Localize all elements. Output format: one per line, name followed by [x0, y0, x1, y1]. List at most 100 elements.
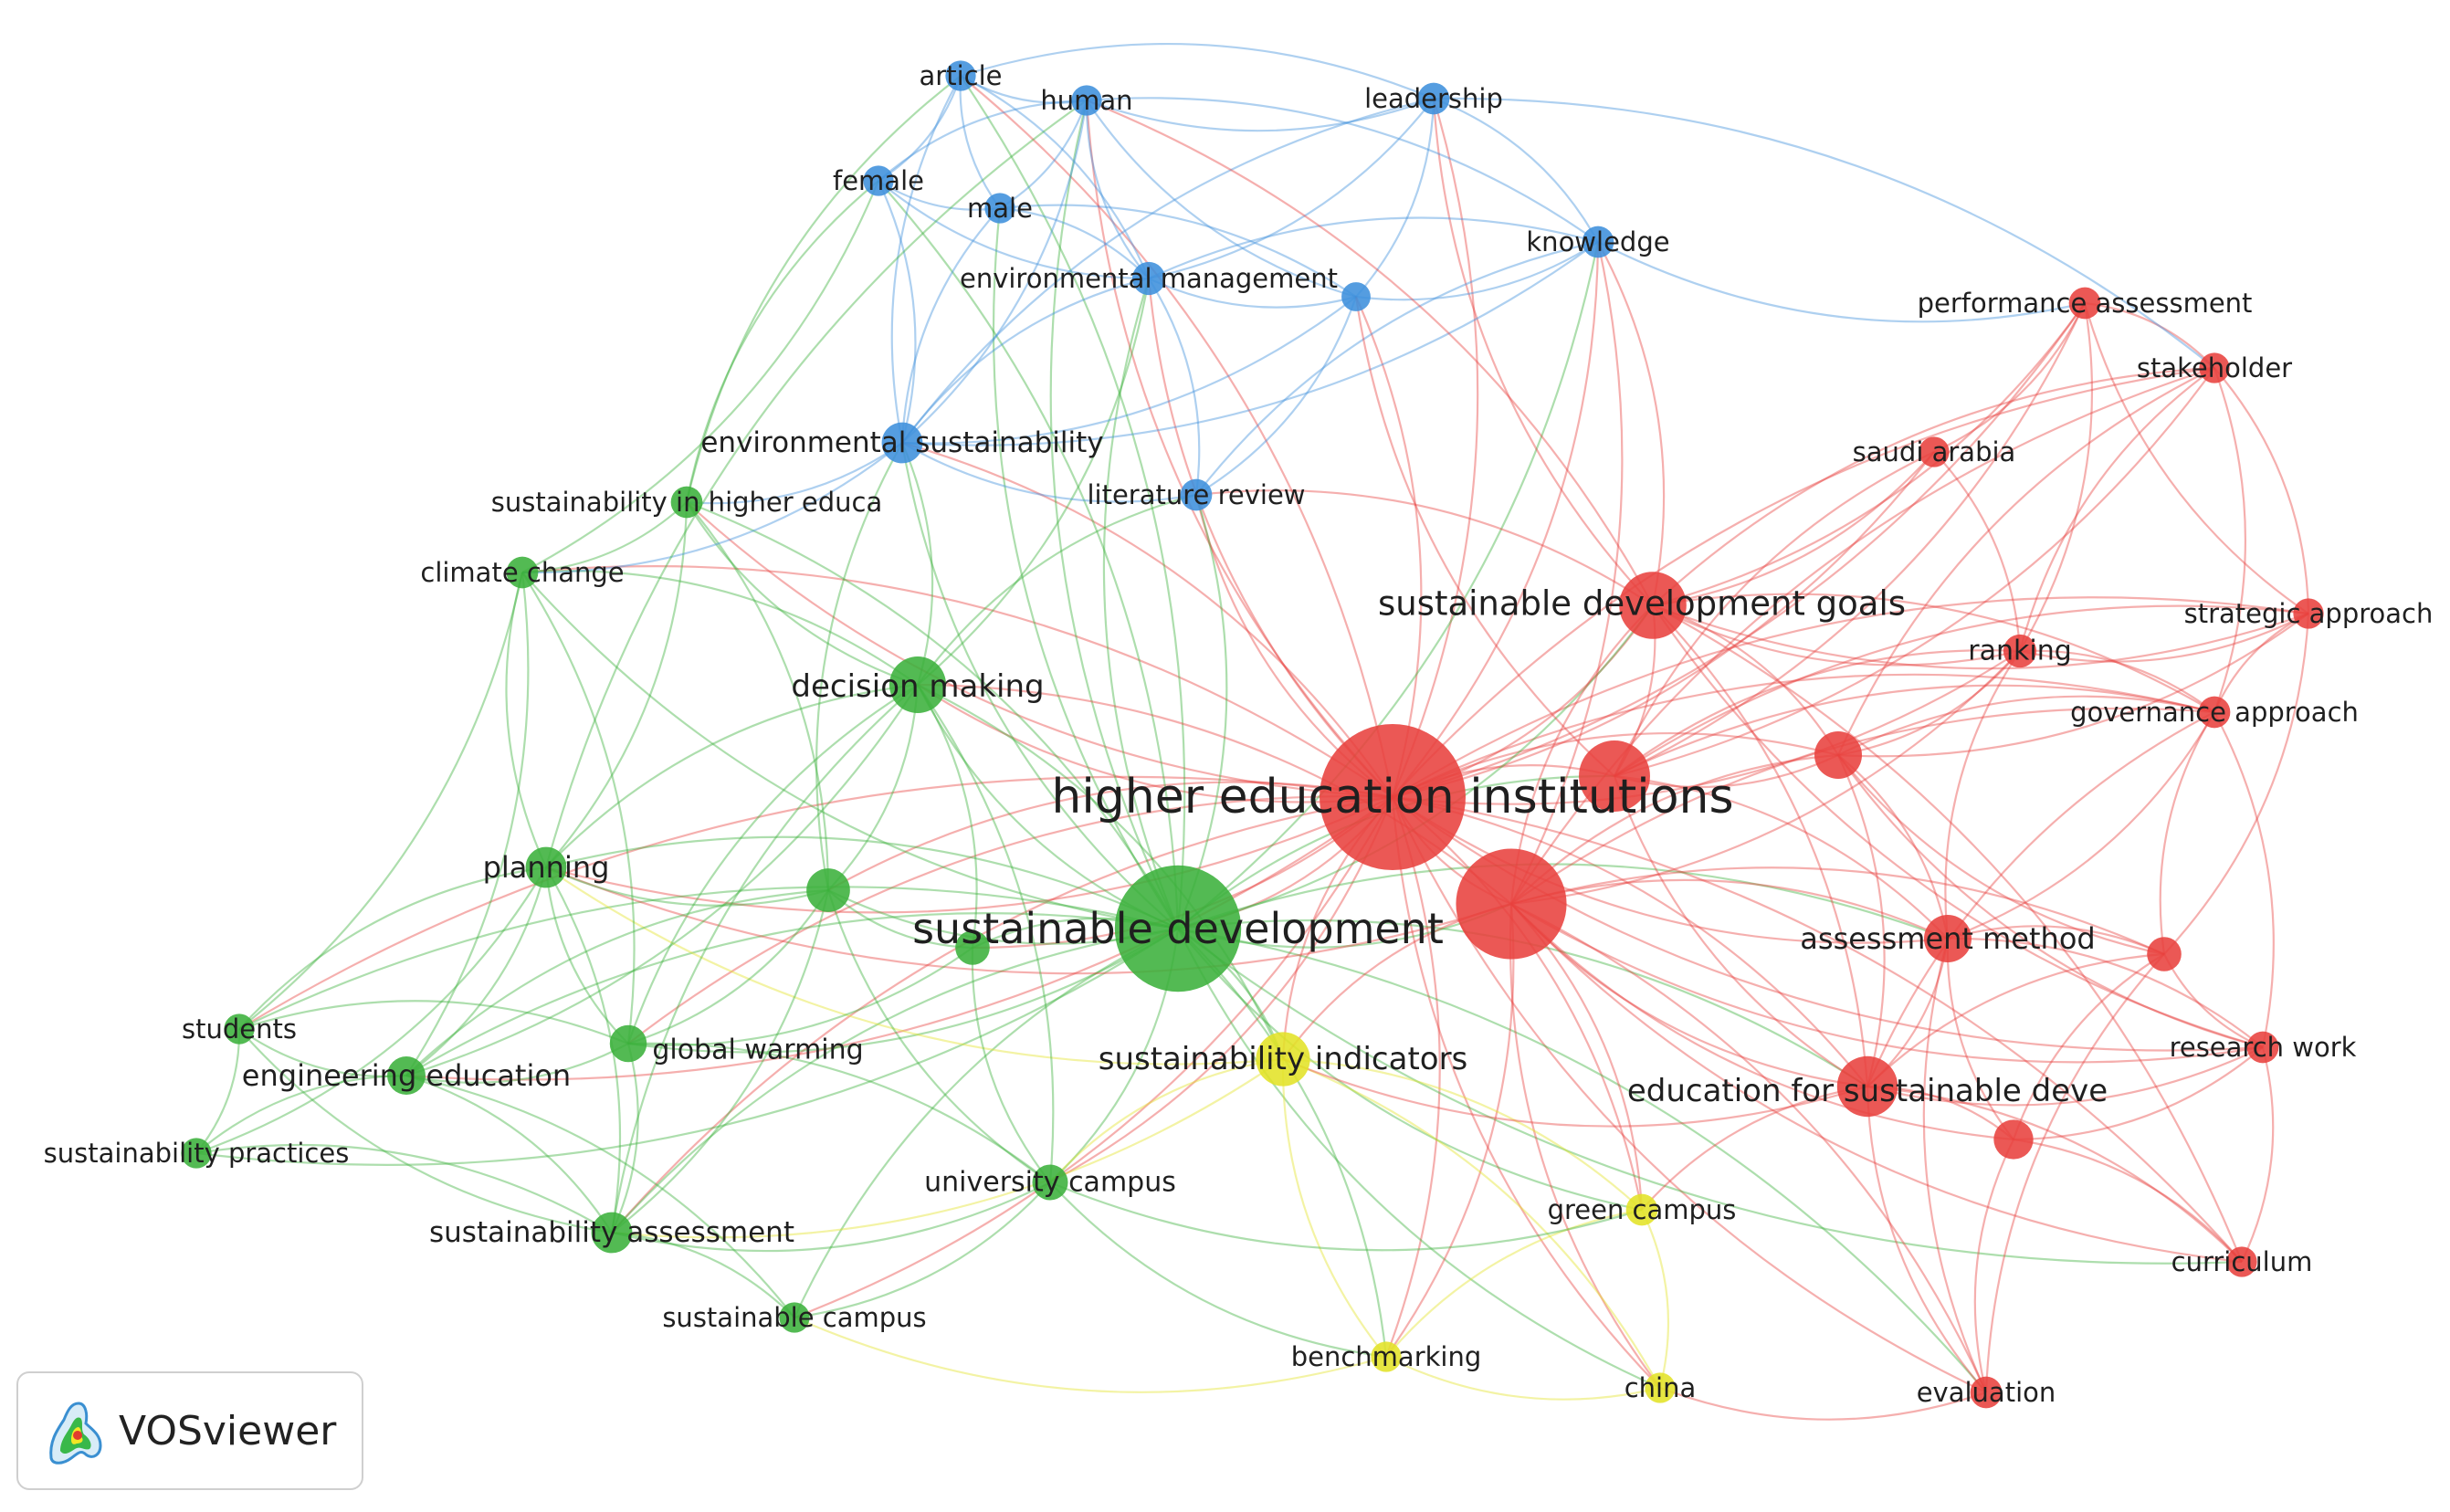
node-label-decision[interactable]: decision making	[791, 668, 1044, 705]
node-indicators[interactable]	[1256, 1032, 1310, 1087]
link-r_unlab2-knowledge	[1510, 241, 1624, 905]
node-label-strategic[interactable]: strategic approach	[2184, 598, 2434, 629]
node-label-knowledge[interactable]: knowledge	[1526, 226, 1669, 257]
node-label-governance[interactable]: governance approach	[2070, 697, 2359, 728]
node-label-sihe[interactable]: sustainability in higher educa	[491, 487, 883, 518]
node-governance[interactable]	[2198, 696, 2231, 729]
node-r_unlab4[interactable]	[1993, 1119, 2034, 1160]
link-climate-sihe	[521, 501, 688, 574]
node-label-female[interactable]: female	[833, 165, 924, 196]
link-sdg-perf_assess	[1652, 302, 2086, 607]
node-global_warming[interactable]	[609, 1024, 647, 1063]
link-governance-strategic	[2213, 613, 2309, 713]
node-female[interactable]	[863, 165, 894, 196]
node-label-sust_assess[interactable]: sustainability assessment	[429, 1216, 794, 1249]
node-label-hei[interactable]: higher education institutions	[1051, 770, 1733, 824]
node-label-ranking[interactable]: ranking	[1968, 635, 2072, 667]
node-label-benchmarking[interactable]: benchmarking	[1291, 1341, 1482, 1372]
node-stakeholder[interactable]	[2199, 352, 2230, 383]
node-china[interactable]	[1645, 1372, 1676, 1403]
node-label-lit_review[interactable]: literature review	[1087, 479, 1305, 510]
link-env_sust-male	[900, 207, 1001, 444]
node-env_mgmt[interactable]	[1131, 261, 1166, 296]
link-sd-lit_review	[1176, 494, 1228, 929]
node-knowledge[interactable]	[1582, 226, 1614, 258]
node-label-china[interactable]: china	[1625, 1372, 1697, 1403]
node-sd[interactable]	[1114, 865, 1242, 992]
node-label-env_sust[interactable]: environmental sustainability	[700, 426, 1103, 459]
node-g_unlab1[interactable]	[806, 868, 850, 912]
link-knowledge-leadership	[1433, 97, 1599, 243]
node-r_unlab3[interactable]	[1814, 731, 1862, 779]
node-label-research_work[interactable]: research work	[2170, 1032, 2357, 1063]
node-male[interactable]	[984, 193, 1015, 224]
node-label-green_campus[interactable]: green campus	[1548, 1194, 1737, 1225]
node-label-sust_practices[interactable]: sustainability practices	[44, 1138, 350, 1169]
node-human[interactable]	[1071, 85, 1102, 116]
link-hei-strategic	[1392, 596, 2309, 798]
node-ranking[interactable]	[2003, 634, 2037, 668]
node-sihe[interactable]	[670, 486, 703, 519]
node-b_unlab1[interactable]	[1341, 282, 1371, 311]
node-label-sd[interactable]: sustainable development	[912, 904, 1444, 953]
node-sust_practices[interactable]	[181, 1138, 212, 1169]
node-label-sdg[interactable]: sustainable development goals	[1378, 584, 1906, 624]
node-r_unlab1[interactable]	[1579, 740, 1650, 812]
node-planning[interactable]	[525, 846, 567, 888]
node-decision[interactable]	[889, 656, 947, 714]
node-r_unlab5[interactable]	[2147, 937, 2182, 971]
node-label-leadership[interactable]: leadership	[1364, 83, 1503, 114]
node-lit_review[interactable]	[1180, 478, 1213, 511]
node-strategic[interactable]	[2293, 598, 2324, 629]
node-label-students[interactable]: students	[182, 1013, 297, 1045]
node-leadership[interactable]	[1417, 82, 1450, 115]
link-sd-env_mgmt	[1102, 278, 1180, 929]
node-g_unlab2[interactable]	[955, 930, 990, 965]
node-benchmarking[interactable]	[1371, 1341, 1402, 1372]
node-env_sust[interactable]	[881, 422, 923, 464]
link-decision-env_mgmt	[917, 278, 1151, 686]
link-sd-assessment_method	[1177, 863, 1949, 940]
node-label-saudi[interactable]: saudi arabia	[1853, 436, 2016, 467]
node-univ_campus[interactable]	[1032, 1164, 1068, 1201]
node-label-planning[interactable]: planning	[483, 850, 610, 885]
node-label-stakeholder[interactable]: stakeholder	[2137, 352, 2292, 383]
node-assessment_method[interactable]	[1924, 915, 1972, 962]
node-label-male[interactable]: male	[967, 193, 1033, 224]
node-label-assessment_method[interactable]: assessment method	[1800, 921, 2095, 956]
node-label-indicators[interactable]: sustainability indicators	[1099, 1041, 1468, 1077]
node-curriculum[interactable]	[2226, 1246, 2257, 1277]
node-label-esd[interactable]: education for sustainable deve	[1627, 1073, 2108, 1109]
node-sust_assess[interactable]	[591, 1212, 633, 1254]
node-label-sust_campus[interactable]: sustainable campus	[662, 1302, 926, 1333]
node-label-article[interactable]: article	[920, 60, 1003, 91]
node-sust_campus[interactable]	[779, 1302, 810, 1333]
node-climate[interactable]	[506, 556, 539, 589]
node-sdg[interactable]	[1619, 572, 1687, 639]
node-research_work[interactable]	[2246, 1031, 2279, 1064]
link-r_unlab3-strategic	[1837, 613, 2309, 758]
node-label-engineering[interactable]: engineering education	[242, 1058, 571, 1093]
node-engineering[interactable]	[387, 1056, 426, 1095]
node-r_unlab2[interactable]	[1456, 848, 1567, 960]
node-label-perf_assess[interactable]: performance assessment	[1918, 288, 2253, 319]
node-students[interactable]	[224, 1013, 255, 1045]
node-article[interactable]	[945, 60, 976, 91]
link-hei-env_sust	[901, 441, 1393, 798]
link-china-evaluation	[1659, 1386, 1987, 1421]
node-label-human[interactable]: human	[1040, 85, 1132, 116]
link-indicators-sust_assess	[611, 1058, 1284, 1239]
node-green_campus[interactable]	[1625, 1193, 1658, 1226]
link-r_unlab1-esd	[1613, 775, 1868, 1087]
node-hei[interactable]	[1320, 724, 1466, 870]
node-saudi[interactable]	[1919, 436, 1950, 467]
node-label-global_warming[interactable]: global warming	[652, 1034, 863, 1066]
node-label-env_mgmt[interactable]: environmental management	[960, 263, 1338, 294]
node-label-univ_campus[interactable]: university campus	[924, 1167, 1176, 1199]
node-evaluation[interactable]	[1970, 1376, 2003, 1409]
node-esd[interactable]	[1836, 1055, 1898, 1118]
node-label-curriculum[interactable]: curriculum	[2171, 1246, 2313, 1277]
node-label-climate[interactable]: climate change	[420, 557, 624, 588]
node-label-evaluation[interactable]: evaluation	[1917, 1377, 2056, 1408]
node-perf_assess[interactable]	[2068, 287, 2101, 320]
